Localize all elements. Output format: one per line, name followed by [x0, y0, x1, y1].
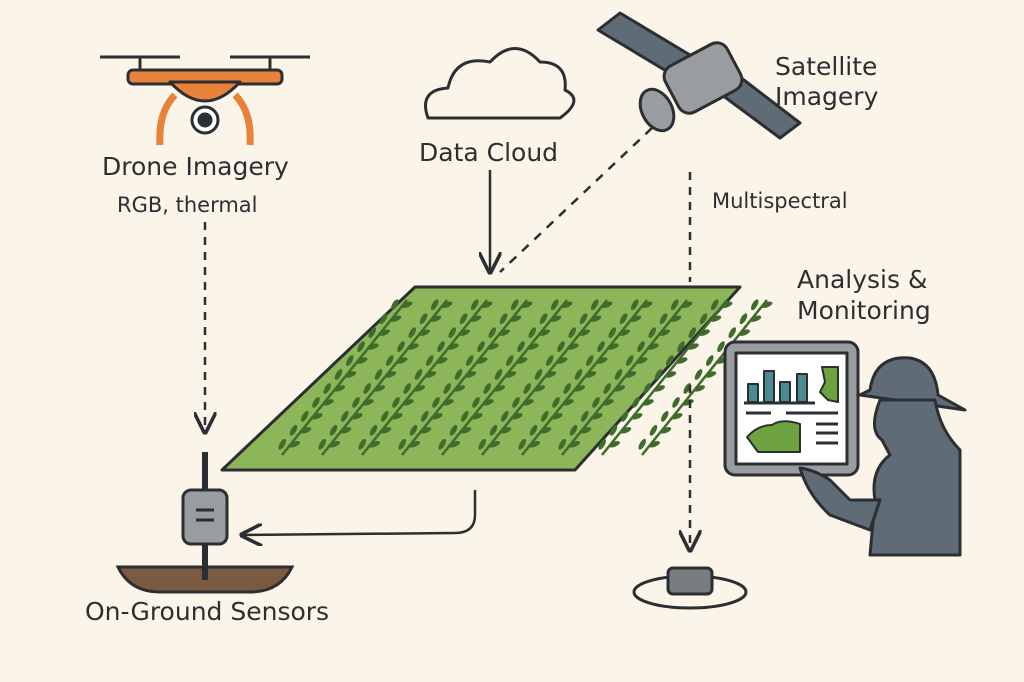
analysis-label-line2: Monitoring	[797, 296, 931, 325]
crop-row	[478, 299, 613, 456]
multispectral-label: Multispectral	[712, 189, 848, 213]
satellite-icon	[596, 11, 802, 140]
crop-row	[398, 299, 533, 456]
crop-row	[598, 299, 733, 456]
crop-row	[318, 299, 453, 456]
drone-sensor-types: RGB, thermal	[117, 193, 258, 217]
crop-rows	[278, 299, 773, 456]
satellite-to-field-link	[499, 127, 653, 273]
field-device-icon	[632, 566, 748, 610]
field-to-sensor-arrow	[242, 490, 477, 535]
on-ground-sensors-label: On-Ground Sensors	[85, 597, 330, 626]
drone-imagery-label: Drone Imagery	[102, 152, 289, 181]
crop-field	[220, 285, 773, 472]
satellite-label-line1: Satellite	[775, 52, 878, 81]
crop-row	[278, 299, 413, 456]
analysis-label-line1: Analysis &	[797, 265, 928, 294]
crop-row	[358, 299, 493, 456]
drone-icon	[100, 55, 310, 146]
crop-row	[558, 299, 693, 456]
ground-sensor-icon	[115, 452, 295, 594]
crop-row	[518, 299, 653, 456]
data-cloud-label: Data Cloud	[419, 138, 559, 167]
connectors	[205, 127, 690, 550]
crop-row	[438, 299, 573, 456]
cloud-icon	[424, 47, 576, 120]
satellite-label-line2: Imagery	[775, 82, 879, 111]
crop-row	[638, 299, 773, 456]
analyst-with-tablet	[723, 340, 967, 557]
